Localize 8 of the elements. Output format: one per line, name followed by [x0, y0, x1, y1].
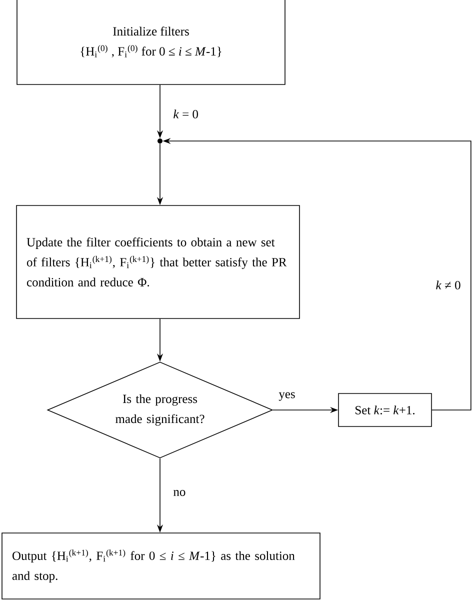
process-box: Update the filter coefficients to obtain a new set of filters {H$_{i}$$^{(k+1)}$, F$_{i}$$^{(k+1)}$} that better satisfy the PR condition and reduce Φ. — [16, 205, 300, 319]
process-box: Output {H$_{i}$$^{(k+1)}$, F$_{i}$$^{(k+1)}$ for 0 ≤ i ≤ M-1} as the solution and stop. — [2, 532, 320, 600]
process-box: Set k:= k+1. — [338, 393, 432, 427]
edge-label: k = 0 — [172, 108, 200, 120]
edge-label: yes — [278, 391, 296, 402]
edge-label: k ≠ 0 — [434, 280, 462, 290]
process-box: Initialize filters {H$_{i}$$^{(0)}$ , F$_{i}$$^{(0)}$ for 0 ≤ i ≤ M-1} — [16, 0, 286, 85]
edge-label: no — [172, 489, 187, 497]
